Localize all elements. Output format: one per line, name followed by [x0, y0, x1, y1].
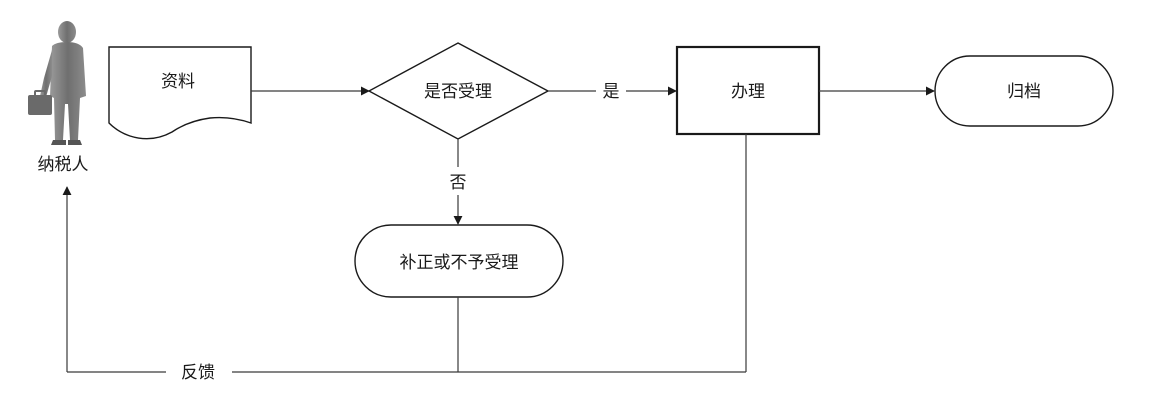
taxpayer-icon	[28, 21, 86, 145]
correct-or-reject-node	[354, 224, 564, 298]
edge-feedback-label: 反馈	[181, 363, 215, 383]
taxpayer-label: 纳税人	[38, 155, 89, 175]
accept-decision-label: 是否受理	[424, 82, 492, 102]
process-node	[675, 45, 821, 136]
correct-or-reject-label: 补正或不予受理	[400, 253, 519, 273]
edge-yes-label: 是	[603, 82, 620, 102]
materials-label: 资料	[161, 72, 195, 92]
materials-node	[108, 46, 252, 140]
edge-no-label: 否	[450, 173, 467, 193]
archive-node	[934, 55, 1114, 127]
archive-label: 归档	[1007, 82, 1041, 102]
process-label: 办理	[731, 82, 765, 102]
